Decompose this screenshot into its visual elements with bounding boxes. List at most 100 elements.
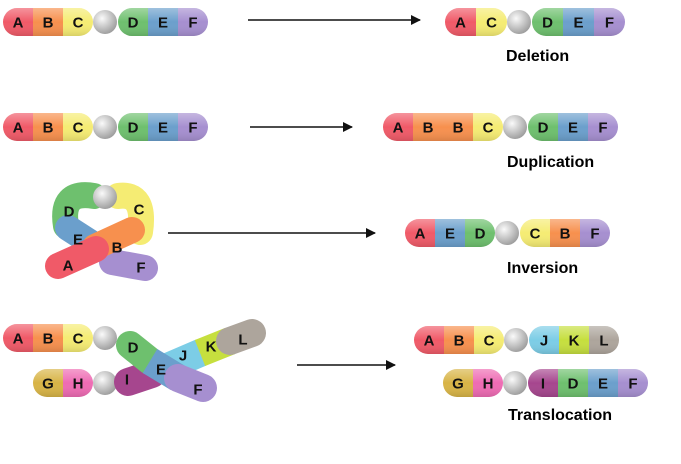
segment-label: D: [538, 120, 549, 137]
chromosome-arm: [118, 113, 208, 141]
centromere: [504, 328, 528, 352]
chromosome-arm: [3, 8, 93, 36]
centromere: [93, 326, 117, 350]
segment-label: B: [423, 120, 434, 137]
segment-label: F: [188, 120, 197, 137]
segment-label: C: [134, 202, 145, 219]
segment-label: D: [568, 376, 579, 393]
segment-label: B: [43, 120, 54, 137]
chromosome-arm: [33, 369, 93, 397]
chromosome-arm: [3, 113, 93, 141]
translocation-before-chromosome: A B C: [3, 324, 117, 352]
segment-F: [99, 249, 158, 281]
chromosome-arm: [529, 326, 619, 354]
segment-label: A: [13, 331, 24, 348]
segment-label: K: [569, 333, 580, 350]
segment-label: B: [453, 120, 464, 137]
label-inversion: Inversion: [507, 260, 578, 277]
chromosome-arm: [405, 219, 495, 247]
segment-label: C: [73, 15, 84, 32]
segment-label: B: [112, 240, 123, 257]
segment-label: F: [193, 382, 202, 399]
segment-label: H: [483, 376, 494, 393]
segment-label: E: [598, 376, 608, 393]
deletion-before-chromosome: A B C D E F: [3, 8, 208, 36]
segment-label: K: [206, 339, 217, 356]
segment-label: E: [573, 15, 583, 32]
chromosome-arm: [443, 369, 503, 397]
chromosome-arm: [528, 369, 648, 397]
segment-label: A: [455, 15, 466, 32]
segment-label: E: [158, 120, 168, 137]
segment-label: C: [530, 226, 541, 243]
segment-label: B: [454, 333, 465, 350]
chromosome-arm: [118, 8, 208, 36]
segment-label: C: [73, 331, 84, 348]
duplication-before-chromosome: A B C D E F: [3, 113, 208, 141]
segment-label: D: [128, 15, 139, 32]
centromere: [93, 10, 117, 34]
segment-A: [45, 236, 109, 279]
centromere: [93, 371, 117, 395]
chromosome-arm: [532, 8, 625, 36]
segment-label: L: [238, 332, 247, 349]
segment-label: D: [128, 340, 139, 357]
segment-label: E: [568, 120, 578, 137]
label-translocation: Translocation: [508, 407, 612, 424]
chromosome-arm: [383, 113, 503, 141]
segment-label: D: [128, 120, 139, 137]
segment-label: E: [158, 15, 168, 32]
chromosome-arm: [520, 219, 610, 247]
segment-label: B: [560, 226, 571, 243]
segment-label: G: [452, 376, 464, 393]
chromosome-arm: [414, 326, 504, 354]
label-duplication: Duplication: [507, 154, 594, 171]
chromosome-arm: [445, 8, 507, 36]
segment-label: A: [13, 15, 24, 32]
segment-label: E: [73, 232, 83, 249]
segment-label: J: [540, 333, 548, 350]
centromere: [503, 115, 527, 139]
segment-label: F: [590, 226, 599, 243]
segment-D: [116, 331, 164, 375]
segment-label: F: [188, 15, 197, 32]
segment-label: J: [179, 348, 187, 365]
segment-label: C: [484, 333, 495, 350]
segment-label: A: [415, 226, 426, 243]
centromere: [503, 371, 527, 395]
segment-label: F: [136, 260, 145, 277]
segment-label: D: [64, 204, 75, 221]
segment-label: F: [598, 120, 607, 137]
segment-F: [164, 364, 217, 402]
segment-label: C: [73, 120, 84, 137]
centromere: [93, 115, 117, 139]
segment-label: F: [628, 376, 637, 393]
segment-label: E: [445, 226, 455, 243]
segment-label: B: [43, 15, 54, 32]
segment-label: A: [63, 258, 74, 275]
centromere: [507, 10, 531, 34]
segment-L: [216, 319, 266, 355]
chromosome-arm: [3, 324, 93, 352]
inversion-loop-chromosome: D C E B A F: [45, 182, 158, 281]
segment-label: L: [599, 333, 608, 350]
segment-label: D: [542, 15, 553, 32]
segment-label: A: [13, 120, 24, 137]
segment-label: H: [73, 376, 84, 393]
segment-label: G: [42, 376, 54, 393]
segment-label: E: [156, 362, 166, 379]
translocation-crossing-arms: D E F J K L I: [114, 319, 266, 402]
segment-label: D: [475, 226, 486, 243]
segment-label: B: [43, 331, 54, 348]
segment-label: F: [605, 15, 614, 32]
chromosome-arm: [528, 113, 618, 141]
segment-label: A: [393, 120, 404, 137]
segment-label: A: [424, 333, 435, 350]
